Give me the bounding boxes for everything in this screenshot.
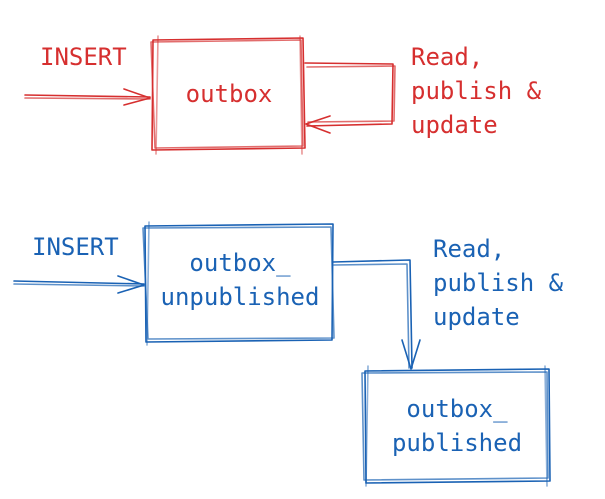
insert-label-red: INSERT <box>40 43 127 71</box>
outbox-published-label: outbox_ published <box>366 392 548 460</box>
edge-label-blue: Read, publish & update <box>433 232 563 334</box>
loop-label-red: Read, publish & update <box>411 40 541 142</box>
outbox-unpublished-label: outbox_ unpublished <box>147 246 333 314</box>
loop-label-line: publish & <box>411 77 542 105</box>
loop-label-line: update <box>411 111 498 139</box>
edge-label-line: publish & <box>433 269 564 297</box>
edge-label-line: Read, <box>433 235 506 263</box>
outbox-published-box <box>361 365 551 487</box>
box-label-line: published <box>391 429 523 457</box>
insert-arrow-red <box>24 88 151 106</box>
loop-label-line: Read, <box>411 43 484 71</box>
insert-label-blue: INSERT <box>32 233 119 261</box>
box-label-line: unpublished <box>160 283 320 311</box>
outbox-label: outbox <box>185 80 273 108</box>
box-label-line: outbox_ <box>189 249 291 277</box>
edge-label-line: update <box>433 303 520 331</box>
insert-arrow-blue <box>13 275 145 294</box>
outbox-box <box>150 35 306 155</box>
outbox-unpublished-box <box>142 221 335 346</box>
loop-arrow-red <box>304 62 396 134</box>
publish-edge-arrow-blue <box>332 259 421 370</box>
box-label-line: outbox_ <box>406 395 508 423</box>
